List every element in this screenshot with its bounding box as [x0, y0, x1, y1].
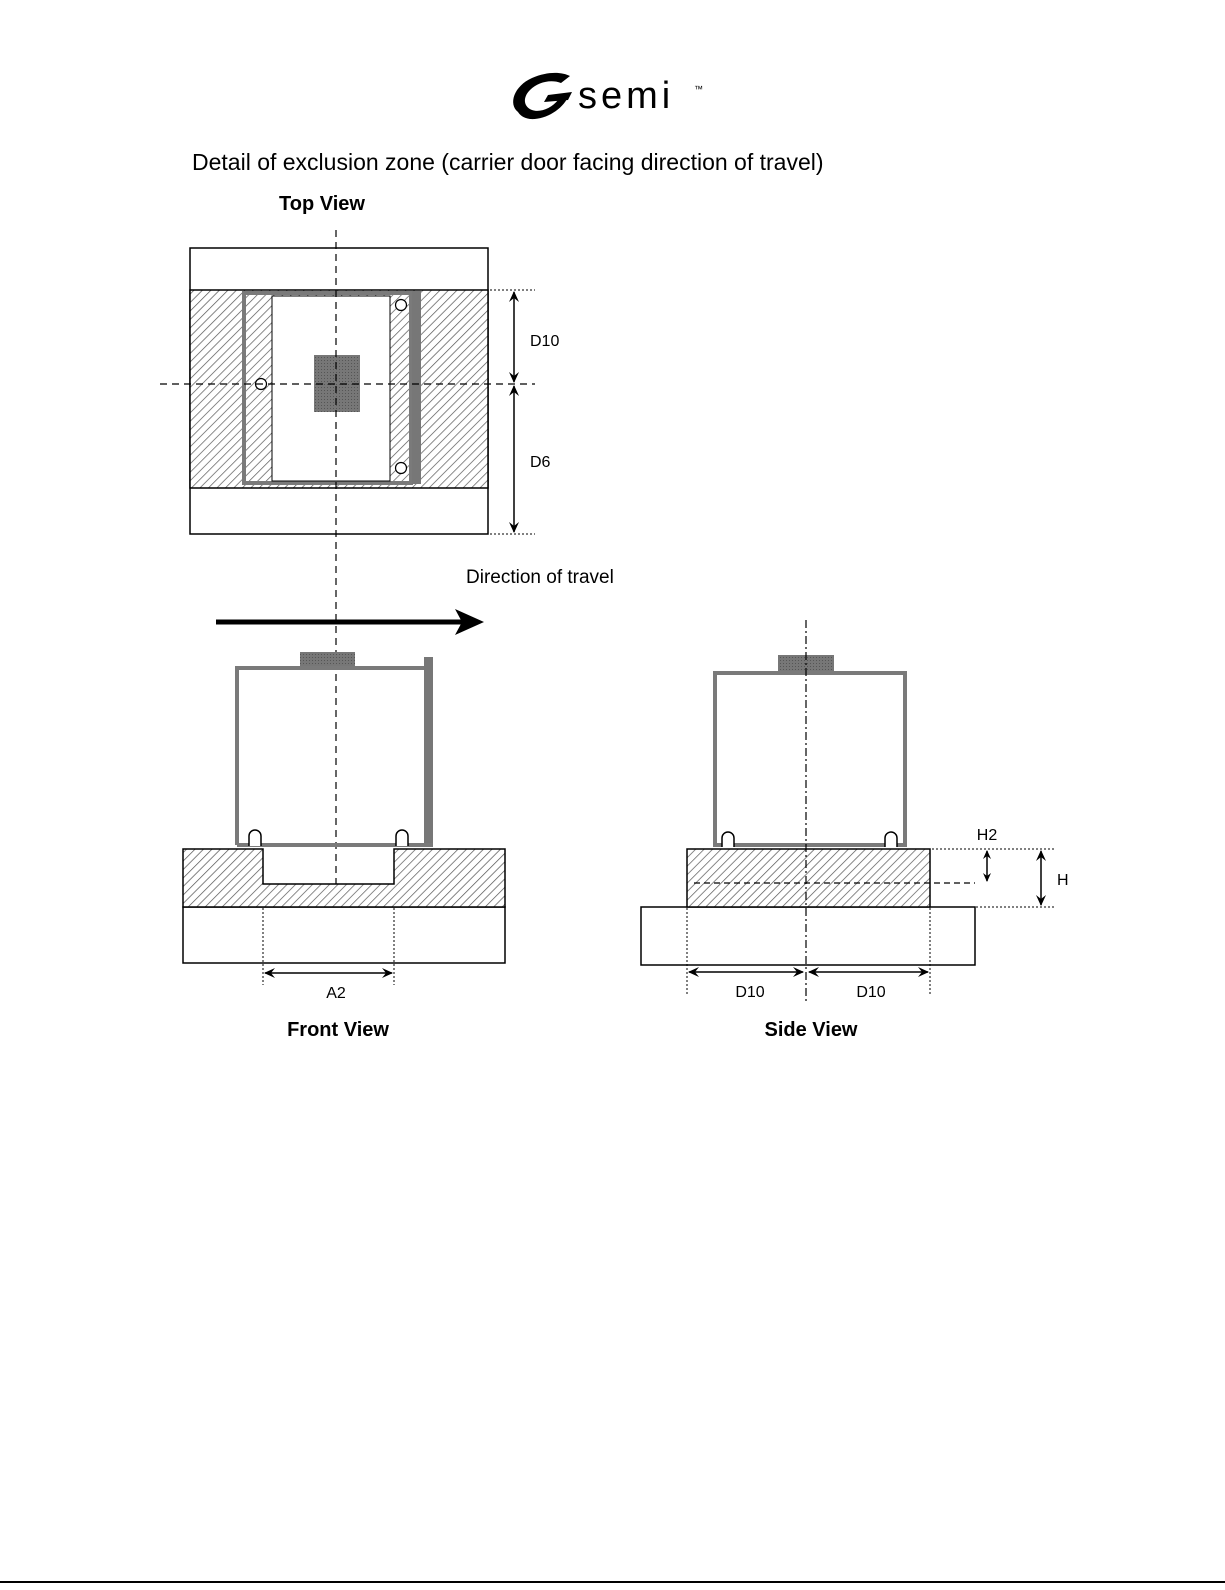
- side-view-h-label: H: [1057, 872, 1069, 889]
- side-view-kinematic-pin-right: [885, 832, 897, 847]
- front-view-carrier-door: [424, 657, 433, 845]
- side-view-rail: [641, 907, 975, 965]
- page-bottom-rule: [0, 1581, 1225, 1583]
- direction-of-travel: Direction of travel: [216, 567, 614, 635]
- top-view-kinematic-pin-1: [396, 300, 407, 311]
- front-view-exclusion-zone: [183, 849, 505, 907]
- top-view-d10-label: D10: [530, 333, 559, 350]
- front-view-label: Front View: [287, 1019, 389, 1041]
- semi-logo-trademark: ™: [694, 84, 703, 94]
- front-view: A2 Front View: [183, 652, 505, 1041]
- diagram-title: Detail of exclusion zone (carrier door f…: [192, 149, 824, 175]
- side-view-label: Side View: [764, 1019, 857, 1041]
- side-view: H2 H D10 D10 Side View: [641, 620, 1069, 1041]
- front-view-carrier-outline: [237, 668, 428, 845]
- semi-logo: semi ™: [513, 73, 703, 119]
- direction-of-travel-label: Direction of travel: [466, 567, 614, 588]
- semi-logo-mark-icon: [513, 73, 572, 119]
- side-view-carrier-outline: [715, 673, 905, 845]
- top-view-carrier-door: [412, 291, 421, 484]
- top-view-kinematic-pin-3: [396, 463, 407, 474]
- front-view-kinematic-pin-right: [396, 830, 408, 846]
- front-view-a2-label: A2: [326, 985, 346, 1002]
- side-view-d10-left-label: D10: [735, 984, 764, 1001]
- front-view-rail: [183, 907, 505, 963]
- front-view-kinematic-pin-left: [249, 830, 261, 846]
- top-view-d6-label: D6: [530, 454, 551, 471]
- side-view-h2-label: H2: [977, 827, 998, 844]
- side-view-kinematic-pin-left: [722, 832, 734, 847]
- top-view: Top View D10 D6: [160, 193, 559, 534]
- side-view-d10-right-label: D10: [856, 984, 885, 1001]
- top-view-label: Top View: [279, 193, 365, 215]
- semi-logo-word: semi: [578, 75, 674, 117]
- side-view-exclusion-zone: [687, 849, 930, 907]
